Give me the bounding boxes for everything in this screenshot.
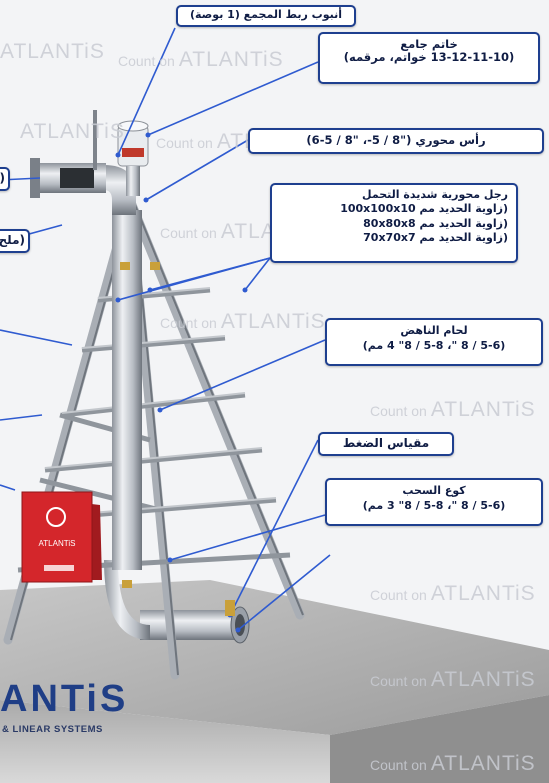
callout-left-partial-1: ( [0, 167, 10, 191]
panel-logo: ATLANTiS [39, 539, 76, 548]
watermark: ATLANTiS [20, 120, 125, 143]
callout-suction-elbow: كوع السحب (5-6 / 8 "، 5-8 / 8" 3 مم) [325, 478, 543, 526]
suction-pipe [140, 610, 240, 640]
callout-collector-pipe-text: أنبوب ربط المجمع (1 بوصة) [189, 8, 343, 21]
brand-logo: ANTiS & LINEAR SYSTEMS [0, 680, 128, 735]
callout-left-partial-2: (ملح [0, 229, 30, 253]
concrete-slab-top [0, 580, 549, 735]
brand-name: ANTiS [0, 678, 129, 720]
watermark: ATLANTiS [0, 40, 105, 64]
riser-clamps [120, 262, 160, 588]
brand-tagline: & LINEAR SYSTEMS [2, 724, 103, 735]
callout-riser: لحام الناهض (5-6 / 8 "، 5-8 / 8" 4 مم) [325, 318, 543, 366]
callout-collector-pipe: أنبوب ربط المجمع (1 بوصة) [176, 5, 356, 27]
callout-lines [0, 27, 331, 631]
concrete-slab-side [0, 700, 330, 783]
callout-pivot-head: رأس محوري ("8 / 5-، "8 / 5-6) [248, 128, 544, 154]
control-panel: ATLANTiS [21, 491, 102, 583]
callout-legs: رجل محورية شديدة التحمل (زاوية الحديد مم… [270, 183, 518, 263]
callout-collector-ring: خاتم جامع (13-12-11-10 خواتم، مرقمه) [318, 32, 540, 84]
callout-pressure-gauge: مقياس الضغط [318, 432, 454, 456]
watermark-brand: ATLANTiS [0, 40, 105, 63]
